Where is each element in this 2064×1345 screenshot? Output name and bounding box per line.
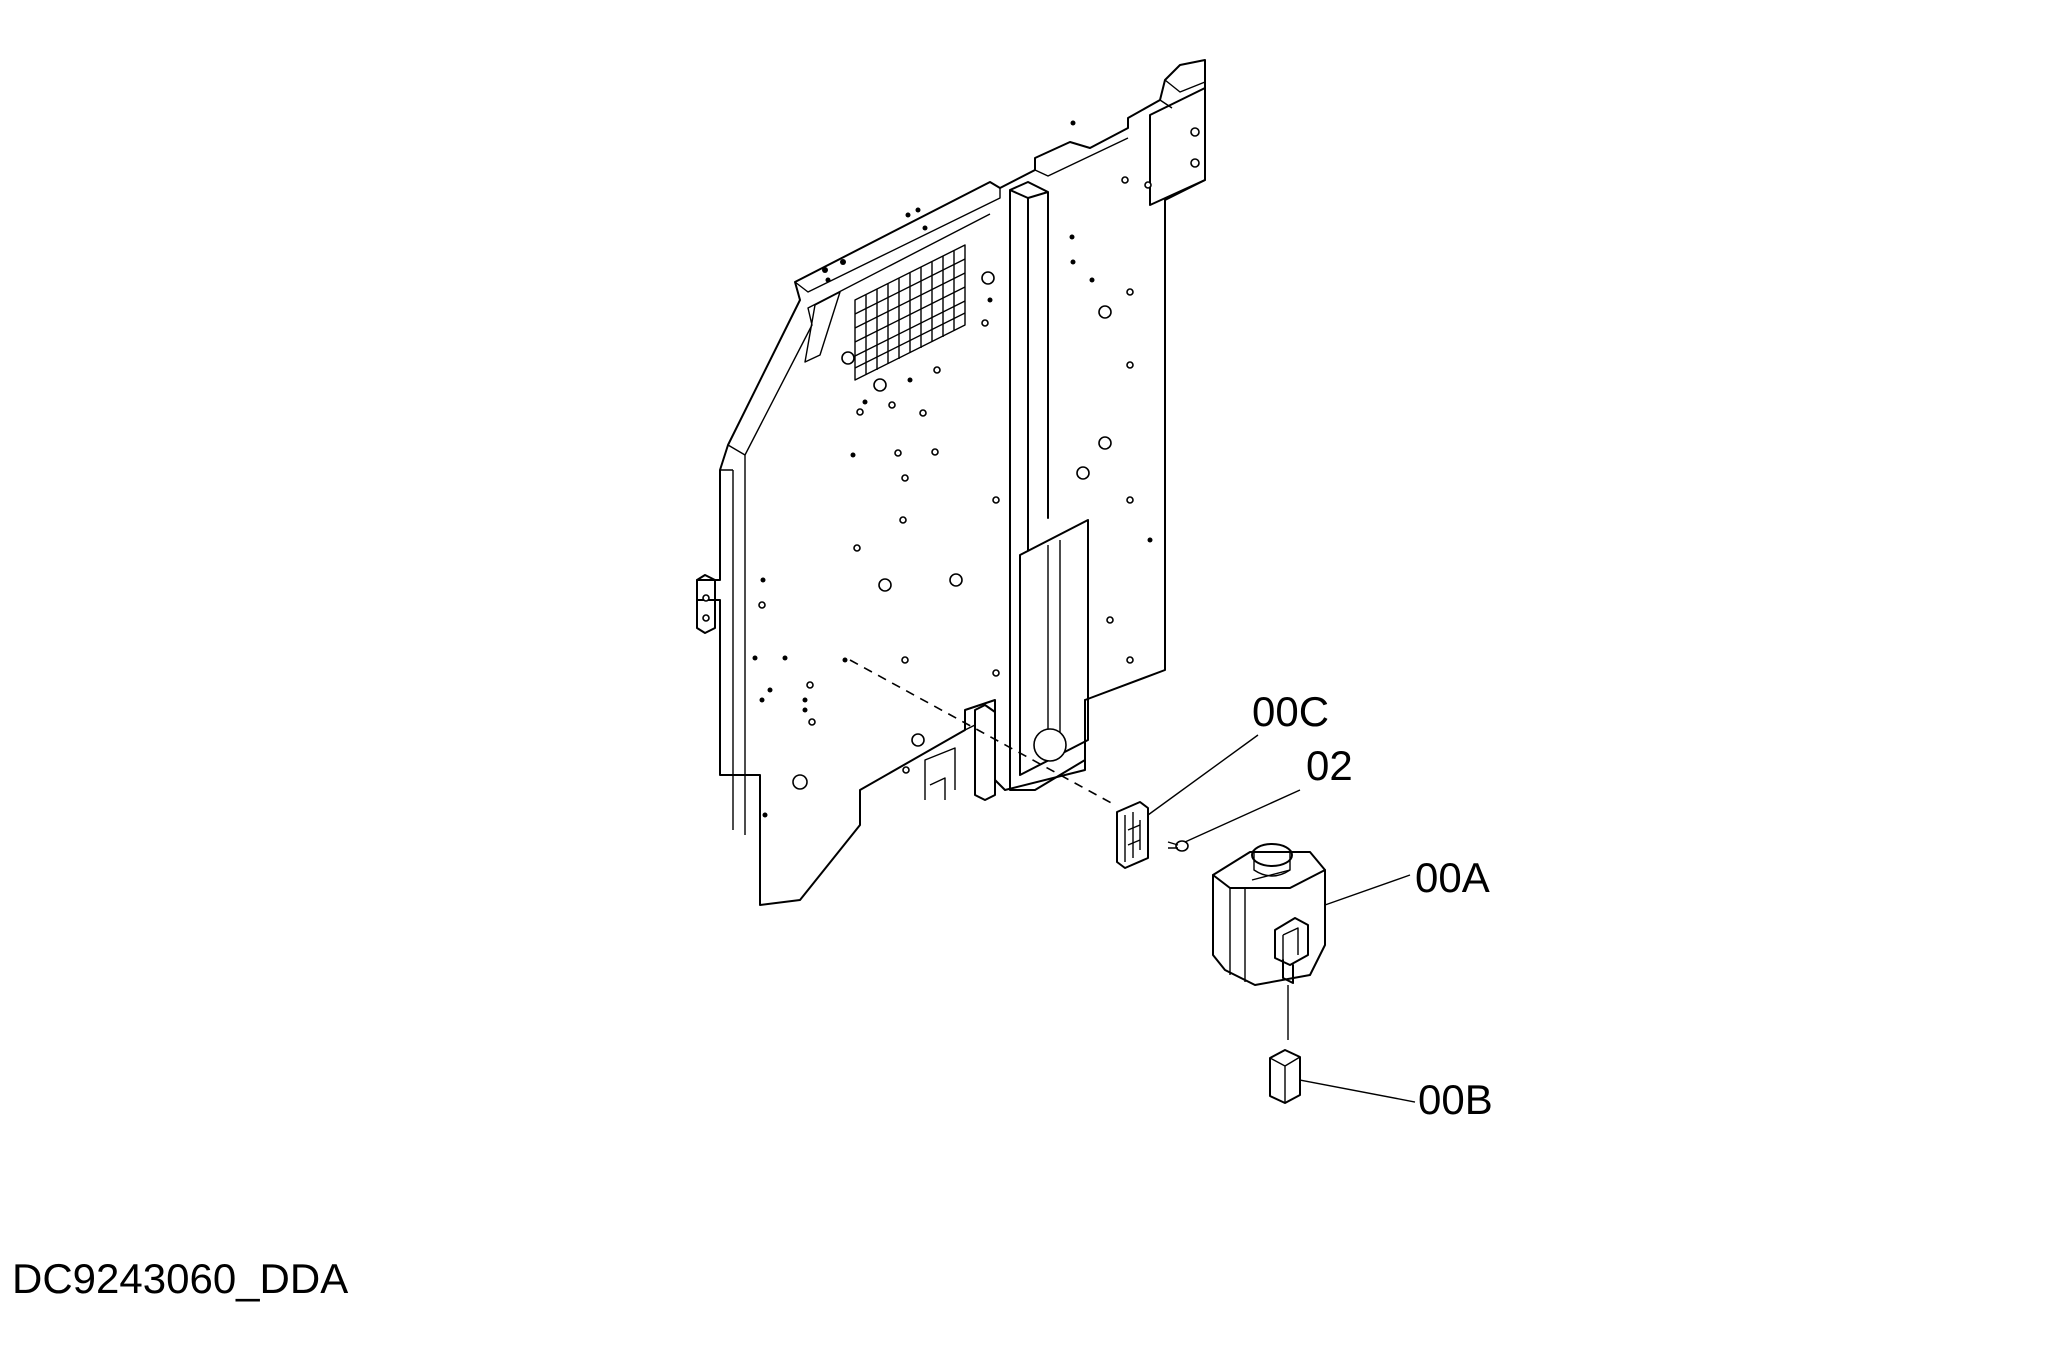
top-right-bracket bbox=[1121, 79, 1206, 206]
drawing-code: DC9243060_DDA bbox=[12, 1255, 348, 1302]
bracket-00c bbox=[1116, 801, 1149, 869]
screw-02 bbox=[1167, 840, 1189, 852]
leader-lines bbox=[1147, 734, 1416, 1103]
assembly-line bbox=[849, 659, 1116, 806]
vertical-channel bbox=[1009, 181, 1089, 791]
callout-00a: 00A bbox=[1415, 854, 1490, 901]
vent-mesh bbox=[854, 244, 966, 381]
callout-00c: 00C bbox=[1252, 688, 1329, 735]
panel-holes bbox=[752, 120, 1153, 818]
mounting-panel bbox=[696, 59, 1206, 906]
callout-00b: 00B bbox=[1418, 1076, 1493, 1123]
washer-tank-00a bbox=[1212, 843, 1326, 1040]
washer-pump-00b bbox=[1269, 1049, 1301, 1104]
callout-02: 02 bbox=[1306, 742, 1353, 789]
